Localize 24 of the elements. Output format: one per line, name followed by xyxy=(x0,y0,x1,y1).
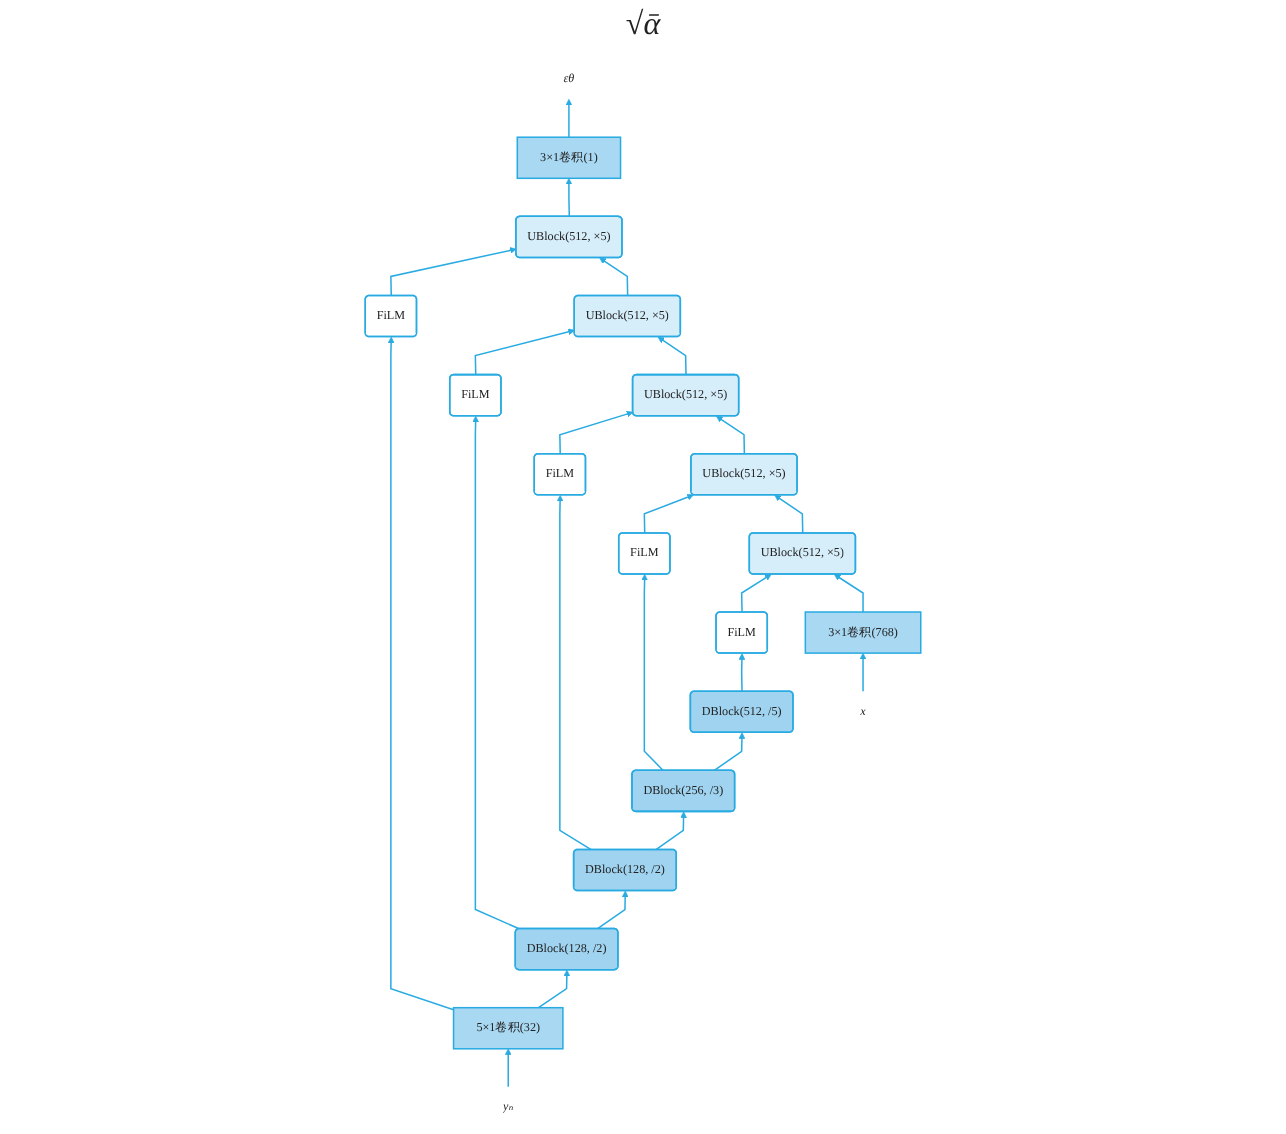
arrow xyxy=(716,415,746,455)
arrow xyxy=(833,574,864,613)
arrow xyxy=(537,969,571,1009)
label-text: √ᾱ xyxy=(625,8,661,44)
arrow xyxy=(390,247,517,297)
arrow xyxy=(474,328,575,376)
arrow xyxy=(654,811,687,851)
arrow xyxy=(504,1048,512,1088)
arrow xyxy=(387,336,455,1011)
arrow xyxy=(657,336,687,376)
arrow xyxy=(599,257,629,297)
arrow xyxy=(738,653,746,693)
arrow xyxy=(774,494,804,535)
arrow xyxy=(565,98,573,138)
arrow xyxy=(596,890,629,930)
arrow xyxy=(565,178,573,218)
arrow xyxy=(641,574,665,772)
arrow xyxy=(740,574,772,614)
arrow xyxy=(713,732,746,772)
arrow xyxy=(472,415,521,930)
arrow xyxy=(556,494,593,851)
arrow xyxy=(559,410,634,455)
arrow xyxy=(859,652,867,692)
arrow xyxy=(643,493,694,535)
